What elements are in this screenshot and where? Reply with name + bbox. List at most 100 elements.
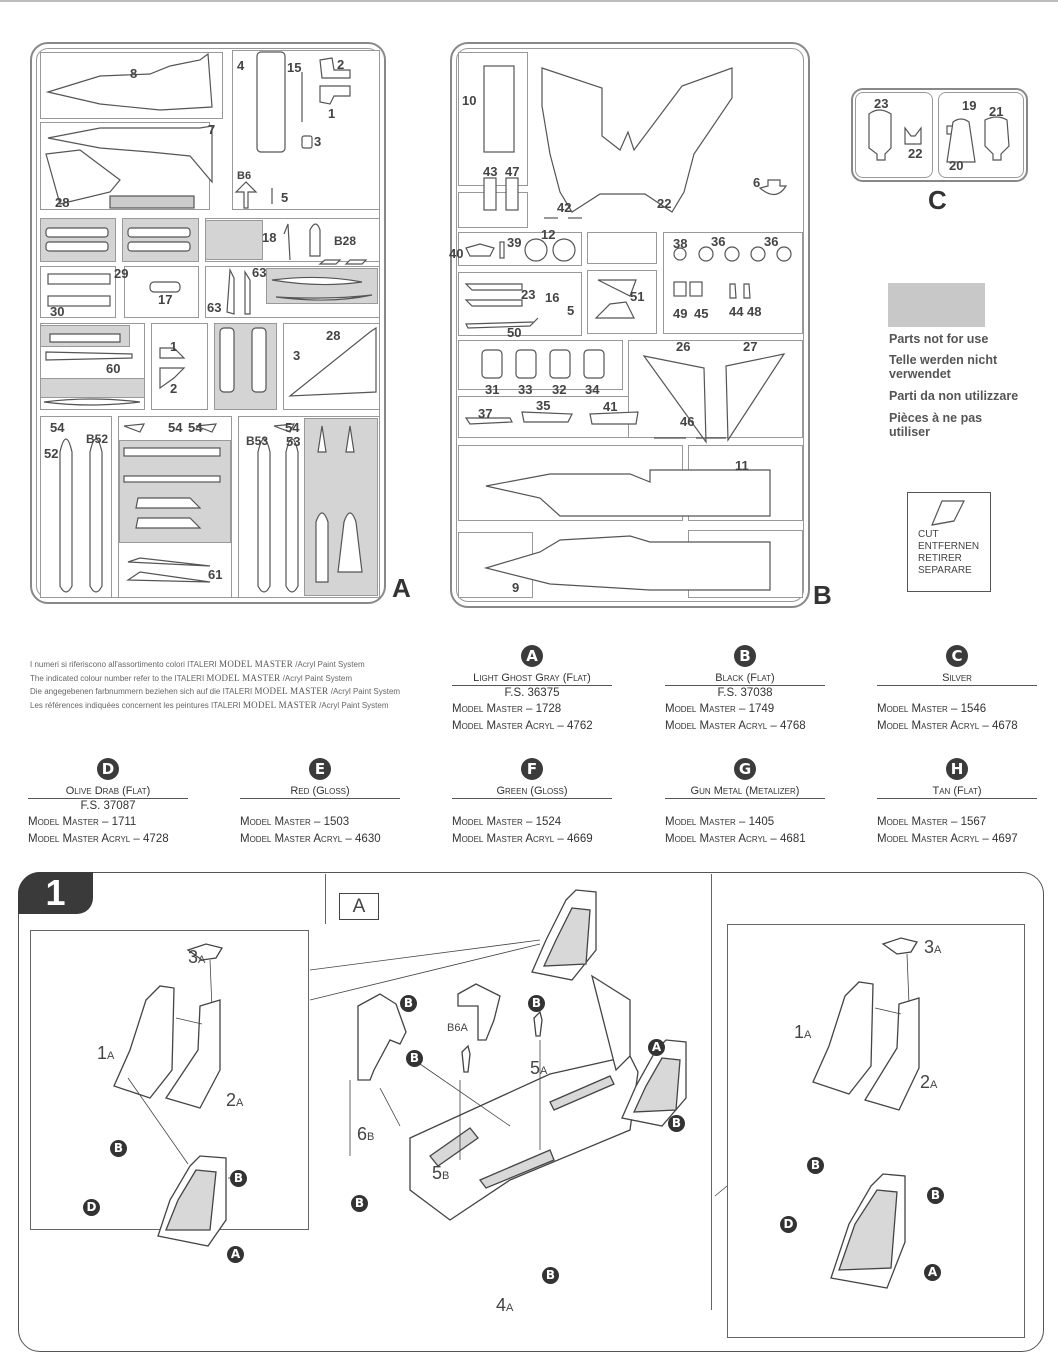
paint-callout-d: D — [83, 1199, 100, 1216]
tub-console-shaded — [549, 1075, 615, 1111]
part-49 — [673, 281, 687, 297]
cockpit-tub-assembly — [309, 889, 687, 1221]
part-number: 3 — [314, 134, 322, 149]
part-number: B52 — [86, 432, 109, 446]
page-top-rule — [0, 0, 1058, 2]
part-number: 18 — [262, 230, 277, 245]
part-54 — [195, 423, 218, 433]
paint-entry-e: E Red (Gloss) Model Master – 1503 Model … — [240, 758, 400, 848]
zoom-line — [309, 943, 541, 1001]
paint-name: Gun Metal (Metalizer) — [665, 783, 825, 799]
part-label-5b: 5B — [432, 1163, 449, 1184]
part-fuselage-8 — [45, 52, 213, 111]
part-unused — [345, 425, 355, 453]
paint-badge: C — [946, 645, 968, 667]
part-21 — [984, 116, 1010, 161]
part-12-wheel — [524, 238, 548, 262]
label-sprue: A — [198, 954, 206, 966]
part-53 — [285, 438, 299, 593]
label-num: 4 — [496, 1295, 507, 1315]
part-label-3a: 3A — [924, 937, 941, 958]
part-54 — [273, 423, 296, 433]
part-number: 32 — [552, 382, 567, 397]
part-2a-seat-half — [164, 999, 221, 1109]
tub-console-shaded — [429, 1127, 479, 1167]
part-number: 1 — [328, 106, 336, 121]
part-number: 52 — [44, 446, 59, 461]
part-36-wheel — [698, 246, 714, 262]
paint-fs-number — [665, 799, 825, 814]
label-sprue: A — [506, 1302, 514, 1314]
seat-cushion-shaded — [165, 1169, 217, 1231]
not-for-use-swatch — [888, 283, 985, 327]
paint-model-master: Model Master – 1524 — [452, 816, 562, 828]
part-number: 23 — [874, 96, 889, 111]
part-number: 31 — [485, 382, 500, 397]
tub-floor-shaded — [478, 1149, 555, 1189]
paint-model-master-acryl: Model Master Acryl – 4768 — [665, 720, 806, 732]
part-number: 19 — [962, 98, 977, 113]
paint-entry-h: H Tan (Flat) Model Master – 1567 Model M… — [877, 758, 1037, 848]
paint-callout-b: B — [807, 1157, 824, 1174]
seat-assembly-right — [714, 937, 920, 1289]
part-17 — [149, 281, 181, 293]
part-36-wheel — [776, 246, 792, 262]
part-number: 27 — [743, 339, 758, 354]
note-text: Les références indiquées concernent les … — [30, 700, 241, 710]
cut-label-fr: RETIRER — [918, 553, 962, 564]
part-4-floor — [256, 51, 286, 153]
part-number: 28 — [326, 328, 341, 343]
paint-fs-number — [877, 686, 1037, 701]
paint-model-master-acryl: Model Master Acryl – 4728 — [28, 833, 169, 845]
part-3a-headrest — [186, 943, 224, 961]
paint-name: Black (Flat) — [665, 670, 825, 686]
divider — [711, 874, 712, 1310]
not-for-use-fr: Pièces à ne pas utiliser — [889, 411, 983, 439]
part-number: 50 — [507, 325, 522, 340]
leader-line — [127, 1077, 189, 1165]
seat-assembly-left — [113, 943, 230, 1247]
part-30 — [47, 295, 111, 307]
assembly-arrow — [175, 1017, 203, 1025]
paint-model-master: Model Master – 1503 — [240, 816, 350, 828]
part-number: 22 — [908, 146, 923, 161]
part-number: 8 — [130, 66, 138, 81]
part-number: 5 — [281, 190, 289, 205]
seat-inset-cushion — [542, 907, 591, 967]
part-60 — [45, 351, 133, 361]
paint-model-master-acryl: Model Master Acryl – 4762 — [452, 720, 593, 732]
part-number: 28 — [55, 195, 70, 210]
part-52 — [59, 438, 73, 593]
paint-name: Green (Gloss) — [452, 783, 612, 799]
sprue-c-letter: C — [928, 185, 947, 215]
part-label-b6a: B6A — [447, 1015, 468, 1036]
part-unused — [251, 327, 267, 393]
label-num: 3 — [924, 937, 935, 957]
part-unused — [43, 398, 141, 406]
paint-callout-a: A — [924, 1264, 941, 1281]
label-sprue: A — [934, 944, 942, 956]
paint-model-master: Model Master – 1546 — [877, 703, 987, 715]
part-number: 49 — [673, 306, 688, 321]
part-number: B28 — [334, 234, 357, 248]
paint-entry-d: D Olive Drab (Flat) F.S. 37087 Model Mas… — [28, 758, 188, 848]
part-number: 17 — [158, 292, 173, 307]
part-b6a-bulkhead — [457, 983, 501, 1041]
tub-side-wall — [590, 974, 631, 1072]
paint-name: Light Ghost Gray (Flat) — [452, 670, 612, 686]
label-num: 6 — [357, 1124, 368, 1144]
sprue-a-cell-unused — [40, 378, 145, 398]
part-11-fuselage — [485, 469, 771, 517]
part-number: B53 — [246, 434, 269, 448]
part-1 — [159, 347, 186, 359]
paint-fs-number: F.S. 36375 — [504, 687, 560, 699]
part-12-wheel — [552, 238, 576, 262]
part-number: 22 — [657, 196, 672, 211]
paint-callout-a: A — [648, 1039, 665, 1056]
part-41 — [589, 411, 639, 425]
part-63 — [244, 269, 251, 315]
paint-name: Red (Gloss) — [240, 783, 400, 799]
part-number: 53 — [286, 434, 301, 449]
part-unused-bar — [109, 195, 195, 209]
part-number: 10 — [462, 93, 477, 108]
